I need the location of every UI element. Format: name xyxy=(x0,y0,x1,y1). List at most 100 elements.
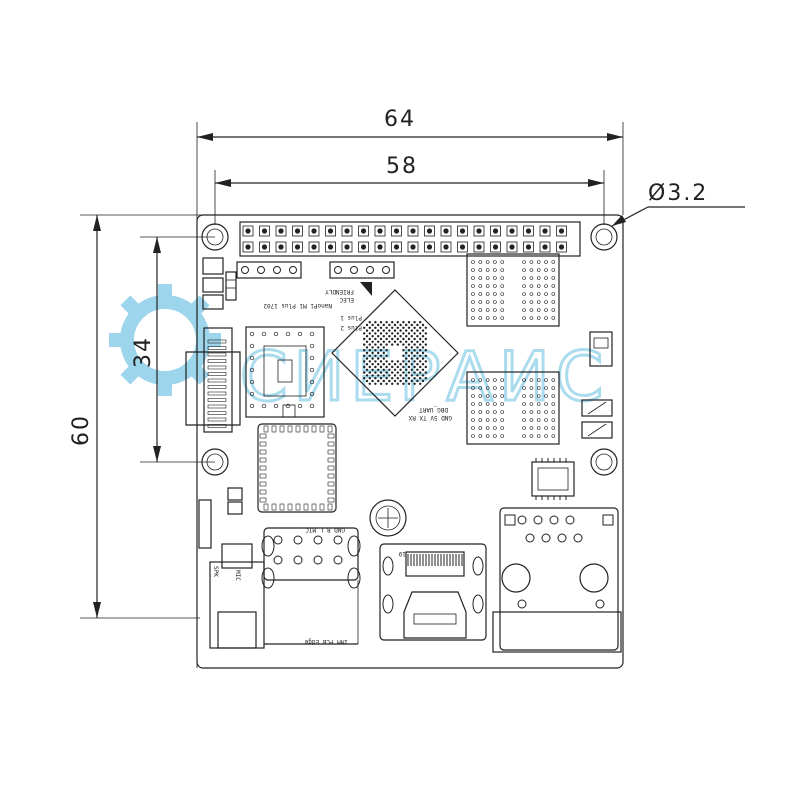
gpio-pin-hole xyxy=(525,228,532,234)
audio-pin xyxy=(313,555,323,565)
audio-mount-hole xyxy=(261,567,275,589)
soc-ball xyxy=(379,343,383,346)
ram-ball xyxy=(529,418,534,422)
dim-hole-diameter: Ø3.2 xyxy=(648,181,708,206)
ram-ball xyxy=(536,268,541,272)
soc-ball xyxy=(399,323,402,327)
ram-ball xyxy=(485,394,490,398)
gpio-pin xyxy=(506,241,518,253)
ram-ball xyxy=(536,276,541,280)
model-label: NanoPi M1 Plus 1702 xyxy=(263,302,332,309)
ram-ball xyxy=(529,268,534,272)
soc-ball xyxy=(407,365,411,369)
ram-ball xyxy=(471,276,475,280)
header-pin xyxy=(366,266,374,274)
gpio-pin-hole xyxy=(377,244,383,250)
sd-pin xyxy=(207,372,227,376)
ram-chip-top xyxy=(466,253,560,327)
sd-pin xyxy=(207,378,227,383)
ram-ball xyxy=(536,426,541,430)
ram-ball xyxy=(478,394,483,398)
soc-ball xyxy=(363,326,366,329)
gpio-pin-hole xyxy=(294,244,301,250)
ram-ball xyxy=(544,378,548,382)
wifi-pad xyxy=(259,481,267,487)
soc-ball xyxy=(388,340,391,343)
soc-ball xyxy=(416,357,419,360)
gpio-pin xyxy=(407,225,419,237)
emmc-ball xyxy=(261,403,267,409)
ram-ball xyxy=(478,300,483,304)
soc-ball xyxy=(371,335,374,338)
emmc-ball xyxy=(309,331,315,337)
gpio-pin-hole xyxy=(558,244,565,250)
soc-ball xyxy=(421,346,425,349)
soc-ball xyxy=(393,329,397,332)
soc-ball xyxy=(396,343,399,346)
audio-pin xyxy=(333,535,343,545)
soc-ball xyxy=(385,349,388,352)
sd-pin xyxy=(207,417,227,422)
ram-ball xyxy=(493,316,497,320)
ram-ball xyxy=(522,276,526,280)
gpio-pin-hole xyxy=(393,228,400,234)
gpio-pin-hole xyxy=(443,228,449,234)
ram-ball xyxy=(478,402,483,406)
eth-pin xyxy=(533,515,543,525)
audio-pin xyxy=(333,555,343,565)
soc-ball xyxy=(424,377,427,380)
ram-ball xyxy=(500,386,505,390)
ram-ball xyxy=(529,386,534,390)
soc-ball xyxy=(374,321,377,324)
soc-ball xyxy=(377,368,380,371)
ram-ball xyxy=(522,386,526,390)
gpio-pin xyxy=(275,225,287,237)
audio-header-pins: GND R L MIC xyxy=(305,526,345,533)
ram-ball xyxy=(500,292,505,296)
soc-ball xyxy=(416,379,419,383)
debug-uart-label: DBG_UART xyxy=(419,406,448,413)
gpio-pin xyxy=(424,225,435,237)
soc-ball xyxy=(407,321,411,324)
gpio-pin xyxy=(556,241,567,253)
eth-led xyxy=(602,514,614,526)
ram-ball xyxy=(544,292,548,296)
soc-ball xyxy=(377,357,380,360)
gpio-pin xyxy=(539,225,551,237)
logo-text-top: FRIENDLY xyxy=(325,288,354,295)
soc-ball xyxy=(391,321,394,324)
audio-mount-hole xyxy=(347,567,361,589)
hdmi-mount xyxy=(472,556,484,576)
soc-ball xyxy=(391,377,394,380)
ram-ball xyxy=(493,394,497,398)
soc-ball xyxy=(421,335,425,338)
soc-ball xyxy=(385,343,388,346)
ram-ball xyxy=(529,276,534,280)
gpio-pin-hole xyxy=(492,228,499,234)
brand-logo: FRIENDLY ELEC xyxy=(325,282,372,303)
audio-mount-hole xyxy=(261,535,275,557)
wifi-pad xyxy=(271,425,277,433)
ram-ball xyxy=(500,426,505,430)
sd-pin xyxy=(207,398,227,402)
soc-ball xyxy=(368,377,371,380)
soc-ball xyxy=(396,326,399,329)
gpio-pin xyxy=(457,225,468,237)
soc-ball xyxy=(413,371,416,374)
wifi-pad xyxy=(259,489,267,495)
soc-ball xyxy=(402,321,405,324)
wifi-pad xyxy=(259,473,267,479)
ram-ball xyxy=(529,300,534,304)
soc-ball xyxy=(421,357,425,360)
eth-pin xyxy=(517,515,527,525)
emmc-ball xyxy=(249,367,255,373)
ram-ball xyxy=(529,316,534,320)
watermark-text: СИЕРАИС xyxy=(240,338,609,417)
ram-ball xyxy=(500,276,505,280)
gpio-pin xyxy=(242,225,254,237)
soc-ball xyxy=(391,382,394,385)
gpio-pin-hole xyxy=(327,244,334,250)
soc-ball xyxy=(363,360,366,363)
soc-ball xyxy=(379,371,383,374)
soc-ball xyxy=(416,368,419,371)
